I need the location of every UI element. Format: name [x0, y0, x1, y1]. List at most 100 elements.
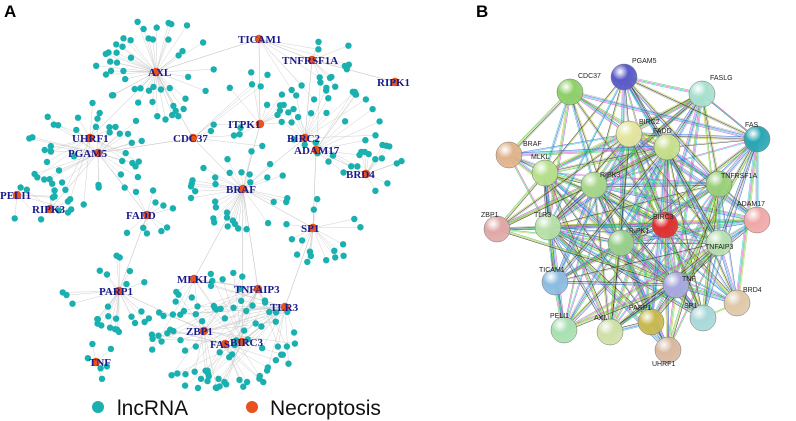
- network-b-edge: [546, 91, 570, 227]
- legend: lncRNA Necroptosis: [92, 397, 381, 420]
- lncrna-node: [249, 302, 256, 309]
- network-a-edge: [97, 133, 129, 154]
- network-a-edge: [96, 65, 157, 73]
- lncrna-node: [122, 75, 129, 83]
- lncrna-node: [113, 59, 121, 66]
- network-b-edge: [555, 243, 720, 283]
- lncrna-node: [74, 114, 82, 121]
- network-b-edge: [594, 184, 704, 318]
- lncrna-node: [162, 116, 169, 123]
- protein-label: TNF: [682, 276, 696, 283]
- network-b-edge: [496, 228, 677, 286]
- network-a-edge: [155, 39, 169, 73]
- network-a-edge: [207, 288, 259, 374]
- gene-label-a: ITPK1: [228, 119, 260, 131]
- lncrna-node: [140, 224, 147, 231]
- protein-node: [723, 289, 751, 317]
- network-a-edge: [284, 227, 314, 308]
- gene-label-a: TLR3: [270, 302, 299, 314]
- lncrna-node: [128, 313, 135, 320]
- protein-node: [615, 120, 643, 148]
- necroptosis-gene-node: [311, 145, 321, 155]
- network-b-edge: [702, 93, 721, 184]
- network-b-edge: [629, 133, 720, 243]
- network-a-edge: [58, 152, 99, 171]
- network-b-edge: [701, 93, 720, 185]
- lncrna-node: [194, 303, 201, 310]
- lncrna-node: [315, 38, 322, 45]
- network-a-gene-nodes: TICAM1AXLTNFRSF1ARIPK1UHRF1PGAM5CDC37ITP…: [0, 34, 410, 369]
- network-a-edge: [242, 175, 283, 190]
- network-a-edge: [258, 38, 292, 91]
- network-b-edge: [628, 133, 758, 139]
- network-a-edge: [312, 227, 344, 245]
- lncrna-node: [182, 371, 189, 378]
- lncrna-node: [362, 96, 370, 103]
- lncrna-node: [223, 214, 231, 221]
- network-a-edge: [315, 121, 346, 151]
- network-a-edge: [237, 188, 244, 229]
- lncrna-node: [285, 109, 292, 116]
- network-a-edge: [118, 257, 120, 292]
- lncrna-node: [174, 370, 181, 377]
- protein-label: BRD4: [743, 287, 762, 294]
- network-b-edge: [701, 94, 719, 244]
- panel-label-a: A: [4, 2, 16, 21]
- lncrna-node: [145, 87, 153, 94]
- network-b-edge: [554, 281, 677, 286]
- lncrna-node: [106, 124, 113, 131]
- lncrna-node: [102, 71, 110, 78]
- lncrna-node: [230, 132, 238, 139]
- lncrna-node: [98, 375, 106, 382]
- protein-label: TNFAIP3: [705, 244, 734, 251]
- network-a-edge: [195, 188, 244, 192]
- network-a-edge: [242, 137, 306, 190]
- lncrna-node: [212, 204, 220, 211]
- network-b-edge: [509, 92, 572, 157]
- lncrna-node: [345, 42, 352, 49]
- lncrna-node: [59, 289, 66, 296]
- network-a-edge: [155, 71, 173, 116]
- lncrna-node: [112, 123, 119, 131]
- lncrna-node: [278, 91, 286, 98]
- lncrna-node: [55, 167, 63, 174]
- lncrna-node: [329, 152, 337, 159]
- network-b-edge: [553, 133, 629, 282]
- network-b-edge: [554, 133, 630, 283]
- gene-label-a: PGAM5: [68, 148, 108, 160]
- lncrna-node: [102, 50, 110, 58]
- lncrna-node: [153, 24, 160, 31]
- network-b-edge: [609, 146, 667, 332]
- network-b-edge: [594, 184, 738, 303]
- network-a-edge: [155, 71, 174, 106]
- lncrna-node: [323, 109, 330, 117]
- network-b-edge: [608, 146, 666, 332]
- network-a-edge: [232, 188, 244, 221]
- network-a-edge: [210, 285, 286, 308]
- network-a-edge: [311, 59, 345, 67]
- lncrna-node: [235, 225, 242, 232]
- lncrna-node: [41, 176, 48, 183]
- network-b-edge: [628, 134, 676, 286]
- network-a-edge: [215, 188, 244, 202]
- legend-lncrna-marker: [92, 401, 104, 413]
- network-b-edge: [625, 76, 721, 243]
- network-b-edge: [593, 186, 757, 222]
- lncrna-node: [108, 92, 116, 99]
- lncrna-node: [236, 376, 243, 384]
- network-a-edge: [312, 199, 318, 229]
- lncrna-node: [264, 71, 271, 79]
- necroptosis-gene-node: [114, 286, 124, 296]
- network-a-edge: [203, 276, 243, 332]
- lncrna-node: [135, 158, 142, 165]
- network-b-edge: [624, 75, 721, 184]
- lncrna-node: [149, 187, 157, 194]
- network-a-edge: [197, 306, 286, 389]
- network-a-edge: [99, 270, 120, 292]
- network-a-edge: [171, 330, 205, 376]
- protein-label: CDC37: [578, 73, 601, 80]
- lncrna-node: [328, 73, 335, 81]
- lncrna-node: [301, 141, 308, 148]
- lncrna-node: [270, 198, 277, 206]
